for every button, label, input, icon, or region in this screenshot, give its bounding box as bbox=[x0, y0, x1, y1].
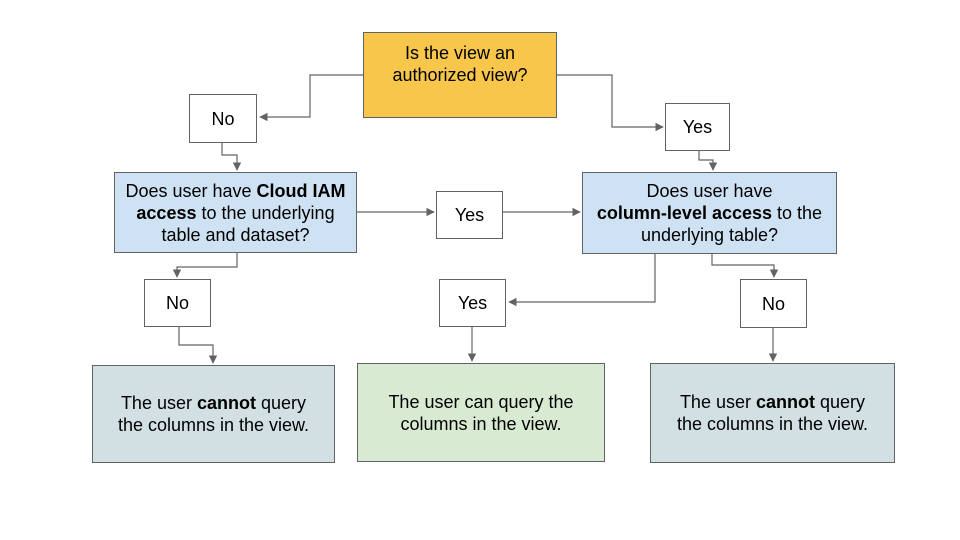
edge-iam-to-no bbox=[172, 253, 238, 278]
edge-root-to-no bbox=[259, 74, 363, 122]
edge-column-to-no bbox=[711, 254, 779, 278]
node-label-yes-top-right: Yes bbox=[665, 103, 730, 151]
node-label-no-top-left: No bbox=[189, 94, 257, 143]
node-label-no-mid-left: No bbox=[144, 279, 211, 327]
edge-column-to-yes bbox=[508, 254, 656, 307]
label-text: No bbox=[211, 108, 235, 129]
edge-no-to-result-cannot-left bbox=[178, 327, 218, 364]
label-text: Yes bbox=[457, 293, 488, 313]
edge-root-to-yes bbox=[557, 74, 664, 132]
edge-yes-to-column-question bbox=[698, 151, 718, 171]
label-text: No bbox=[165, 293, 189, 313]
node-label-no-mid-right: No bbox=[740, 279, 807, 328]
node-label-yes-middle: Yes bbox=[436, 191, 503, 239]
label-text: Yes bbox=[454, 205, 485, 225]
node-label-yes-bottom-middle: Yes bbox=[439, 279, 506, 327]
label-text: No bbox=[761, 293, 785, 314]
edge-no-to-iam-question bbox=[221, 143, 242, 171]
label-text: Yes bbox=[682, 117, 713, 137]
